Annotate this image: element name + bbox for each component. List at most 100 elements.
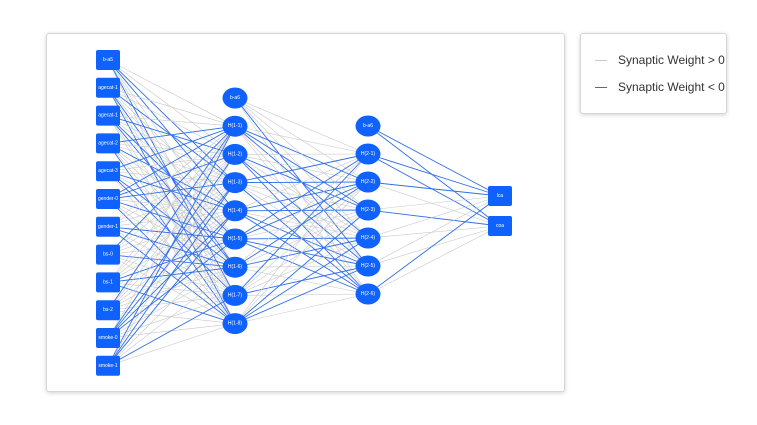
node-label: H(1-3) (228, 180, 243, 186)
node-label: H(1-5) (228, 236, 243, 242)
node-label: H(1-8) (228, 321, 243, 327)
negative-weight-edge (107, 125, 236, 367)
positive-weight-edge (234, 153, 369, 212)
node-shape (96, 244, 120, 265)
network-node: bs-0 (96, 244, 120, 265)
positive-weight-edge (234, 181, 369, 324)
network-node: H(2-4) (355, 227, 381, 249)
network-node: H(2-6) (355, 283, 381, 305)
network-node: bs-1 (96, 272, 120, 293)
negative-weight-edge (107, 125, 236, 255)
network-node: H(2-1) (355, 143, 381, 165)
positive-weight-edge (367, 225, 501, 295)
node-label: lca (497, 193, 504, 199)
negative-weight-edge (367, 125, 501, 197)
edges (107, 59, 501, 367)
node-shape (355, 227, 381, 249)
node-shape (222, 313, 248, 335)
network-node: lca (488, 186, 512, 206)
node-shape (222, 256, 248, 278)
legend-item-negative: Synaptic Weight < 0 (595, 80, 725, 94)
network-node: H(2-2) (355, 171, 381, 193)
network-node: b-a6 (355, 115, 381, 137)
node-shape (96, 328, 120, 348)
positive-weight-edge (107, 87, 236, 127)
node-shape (222, 143, 248, 165)
network-node: H(1-1) (222, 115, 248, 137)
node-label: agecat-1 (98, 85, 118, 91)
node-shape (96, 133, 120, 154)
node-shape (355, 143, 381, 165)
positive-weight-edge (367, 195, 501, 211)
node-shape (222, 87, 248, 109)
negative-weight-edge (107, 125, 236, 172)
node-label: b-a6 (230, 95, 240, 101)
negative-weight-edge (367, 125, 501, 227)
node-shape (96, 272, 120, 293)
positive-weight-edge (107, 238, 236, 367)
node-shape (355, 115, 381, 137)
node-label: H(2-6) (361, 291, 376, 297)
node-label: bs-0 (103, 252, 113, 258)
negative-weight-edge (234, 265, 369, 325)
network-node: agecat-1 (96, 77, 120, 98)
negative-weight-edge (107, 182, 236, 367)
network-node: H(1-6) (222, 256, 248, 278)
legend: Synaptic Weight > 0 Synaptic Weight < 0 (580, 33, 727, 114)
node-label: coa (496, 223, 504, 229)
positive-weight-edge (107, 154, 236, 366)
positive-weight-edge (367, 195, 501, 267)
network-node: b-a6 (222, 87, 248, 109)
node-shape (96, 189, 120, 209)
node-label: bs-1 (103, 279, 113, 285)
network-node: H(1-5) (222, 228, 248, 250)
network-diagram: b-a5agecat-1agecat-1agecat-2agecat-3gend… (96, 50, 512, 376)
legend-negative-label: Synaptic Weight < 0 (618, 80, 725, 94)
network-node: agecat-1 (96, 105, 120, 126)
positive-weight-edge (107, 126, 236, 283)
positive-weight-edge (107, 59, 236, 127)
node-shape (355, 255, 381, 277)
node-shape (96, 216, 120, 237)
negative-weight-swatch (595, 86, 607, 88)
negative-weight-edge (367, 153, 501, 227)
node-label: H(1-1) (228, 123, 243, 129)
positive-weight-edge (234, 153, 369, 324)
network-node: coa (488, 216, 512, 236)
network-node: smoke-1 (96, 355, 120, 376)
node-shape (96, 300, 120, 321)
node-label: b-a6 (363, 123, 373, 129)
network-node: b-a5 (96, 50, 120, 70)
negative-weight-edge (367, 209, 501, 227)
node-label: smoke-1 (98, 363, 117, 369)
node-label: gender-0 (98, 196, 118, 202)
node-shape (222, 228, 248, 250)
legend-positive-label: Synaptic Weight > 0 (618, 53, 725, 67)
positive-weight-edge (107, 126, 236, 339)
node-shape (222, 172, 248, 194)
negative-weight-edge (234, 153, 369, 240)
positive-weight-edge (107, 266, 236, 367)
node-shape (96, 77, 120, 98)
node-shape (355, 199, 381, 221)
network-node: H(1-7) (222, 284, 248, 306)
node-shape (488, 216, 512, 236)
node-label: H(2-3) (361, 207, 376, 213)
negative-weight-edge (107, 125, 236, 200)
negative-weight-edge (234, 153, 369, 296)
nodes: b-a5agecat-1agecat-1agecat-2agecat-3gend… (96, 50, 512, 376)
negative-weight-edge (107, 125, 236, 311)
negative-weight-edge (367, 153, 501, 197)
positive-weight-edge (367, 225, 501, 267)
node-label: agecat-2 (98, 140, 118, 146)
network-node: H(1-2) (222, 143, 248, 165)
positive-weight-edge (107, 125, 236, 228)
negative-weight-edge (234, 153, 369, 184)
node-label: H(2-1) (361, 151, 376, 157)
positive-weight-swatch (595, 59, 607, 61)
node-shape (96, 161, 120, 182)
positive-weight-edge (234, 97, 369, 155)
node-shape (96, 105, 120, 126)
negative-weight-edge (234, 209, 369, 324)
node-shape (488, 186, 512, 206)
